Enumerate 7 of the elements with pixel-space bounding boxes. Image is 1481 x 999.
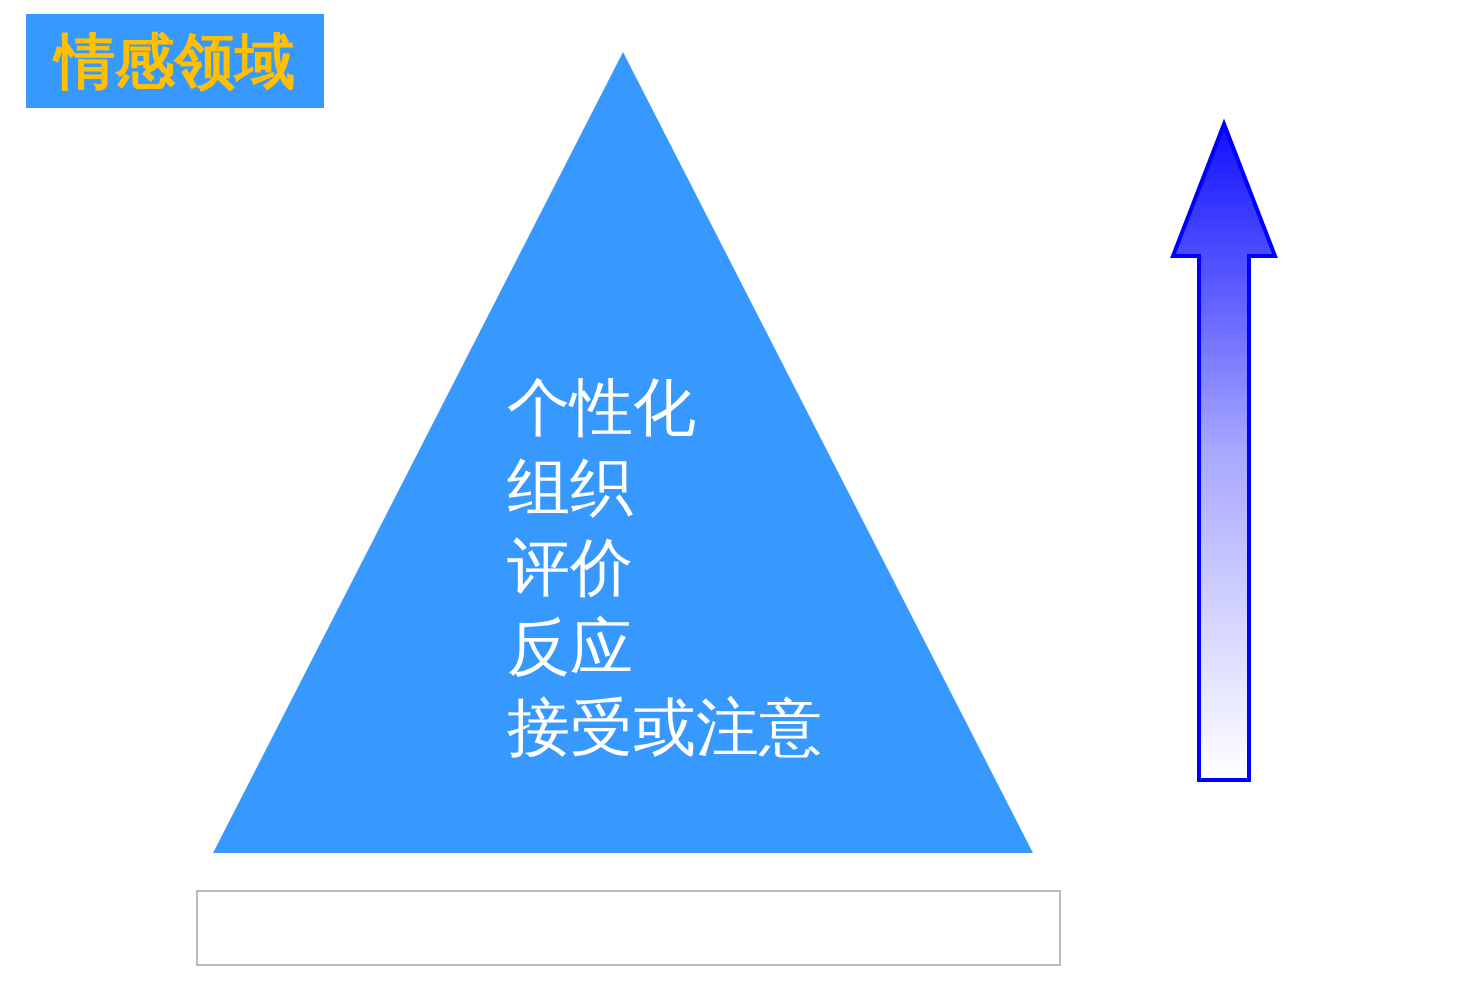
level-label: 接受或注意: [507, 697, 822, 760]
title-banner: 情感领域: [26, 14, 324, 108]
empty-frame: [196, 890, 1061, 966]
level-label: 评价: [507, 537, 633, 600]
level-label: 个性化: [507, 377, 696, 440]
level-label: 组织: [507, 457, 633, 520]
level-label: 反应: [507, 617, 633, 680]
